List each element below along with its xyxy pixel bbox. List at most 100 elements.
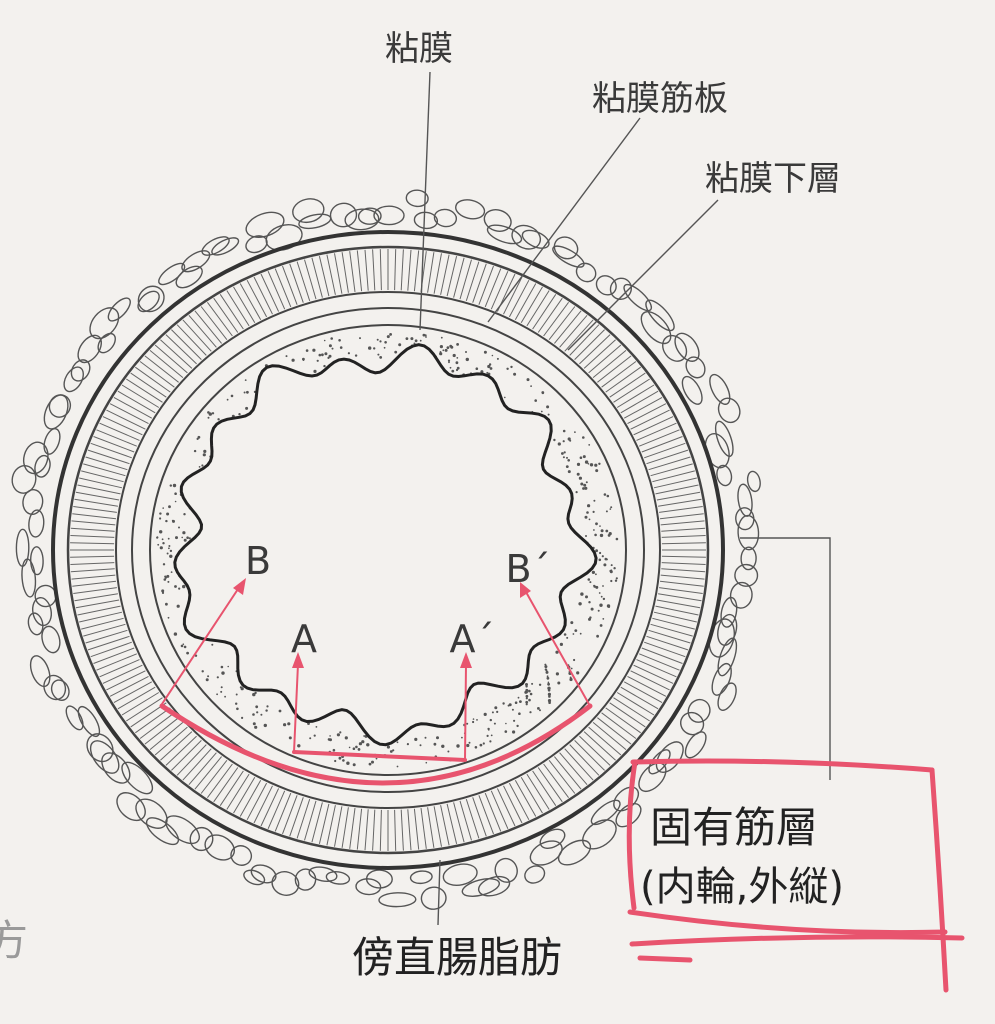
fat-lobule: [101, 752, 131, 784]
fat-lobule: [48, 394, 72, 418]
pararectal-fat-layer: [11, 189, 761, 910]
fat-lobule: [211, 237, 240, 256]
stipple-dot: [245, 406, 249, 410]
hatch-stroke: [194, 310, 222, 344]
stipple-dot: [567, 437, 571, 441]
stipple-dot: [525, 700, 529, 704]
stipple-dot: [591, 570, 596, 575]
stipple-dot: [511, 730, 516, 734]
hatch-stroke: [514, 779, 537, 817]
stipple-dot: [534, 399, 537, 402]
stipple-dot: [168, 505, 171, 509]
muscularis-propria-hatching: [70, 249, 706, 851]
fat-lobule: [15, 528, 30, 567]
hatch-stroke: [93, 436, 135, 453]
stipple-dot: [609, 508, 612, 510]
fat-lobule: [189, 826, 214, 852]
fat-lobule: [477, 875, 511, 897]
stipple-dot: [599, 603, 603, 607]
stipple-dot: [165, 519, 168, 523]
stipple-dot: [565, 465, 569, 468]
stipple-dot: [193, 449, 197, 453]
fat-lobule: [717, 682, 737, 711]
stipple-dot: [574, 431, 576, 433]
submucosa-leader: [567, 199, 719, 351]
stipple-dot: [610, 506, 613, 509]
hatch-stroke: [650, 623, 693, 637]
stipple-dot: [167, 537, 170, 540]
stipple-dot: [414, 737, 418, 742]
stipple-dot: [366, 743, 370, 747]
fat-lobule: [181, 250, 211, 273]
hatch-stroke: [592, 722, 627, 750]
hatch-stroke: [341, 807, 349, 848]
hatch-stroke: [484, 792, 502, 832]
hatch-stroke: [226, 290, 250, 327]
fat-lobule: [31, 597, 53, 627]
hatch-stroke: [318, 255, 330, 297]
stipple-dot: [573, 658, 576, 662]
fat-lobule: [709, 373, 731, 405]
fat-lobule: [28, 509, 45, 538]
fat-lobule: [204, 834, 235, 861]
hatch-stroke: [453, 802, 465, 843]
stipple-dot: [489, 718, 492, 722]
stipple-dot: [168, 545, 171, 547]
stipple-dot: [221, 671, 225, 675]
stipple-dot: [604, 557, 608, 561]
stipple-dot: [331, 347, 334, 350]
fat-lobule: [613, 786, 640, 812]
hatch-stroke: [508, 279, 530, 318]
stipple-dot: [287, 722, 291, 726]
hatch-stroke: [71, 574, 116, 580]
stipple-dot: [444, 348, 448, 352]
stipple-dot: [584, 486, 588, 490]
hatch-stroke: [623, 681, 663, 704]
stipple-dot: [605, 510, 608, 513]
stipple-dot: [603, 493, 607, 496]
stipple-dot: [607, 605, 611, 609]
hatch-stroke: [311, 802, 323, 843]
stipple-dot: [557, 442, 561, 446]
stipple-dot: [339, 731, 342, 734]
stipple-dot: [493, 722, 496, 725]
stipple-dot: [172, 483, 177, 488]
stipple-dot: [547, 681, 550, 684]
stipple-dot: [529, 692, 533, 696]
fat-lobule: [325, 871, 351, 885]
hatch-stroke: [99, 659, 140, 678]
hatch-stroke: [639, 653, 680, 671]
stipple-dot: [379, 356, 383, 359]
hatch-stroke: [93, 647, 135, 664]
stipple-dot: [615, 537, 619, 541]
hatch-stroke: [650, 463, 693, 477]
hatch-stroke: [379, 249, 382, 291]
hatch-stroke: [200, 306, 228, 341]
fat-lobule: [21, 558, 37, 598]
stipple-dot: [186, 651, 190, 655]
stipple-dot: [456, 357, 459, 359]
fat-lobule: [714, 420, 734, 458]
hatch-stroke: [627, 403, 667, 425]
hatch-stroke: [356, 250, 363, 292]
stipple-dot: [461, 736, 463, 739]
stipple-dot: [488, 729, 490, 731]
hatch-stroke: [113, 396, 153, 419]
stipple-dot: [525, 691, 528, 694]
hatch-stroke: [139, 361, 175, 388]
stipple-dot: [547, 686, 551, 690]
stipple-dot: [548, 695, 551, 698]
stipple-dot: [283, 723, 287, 727]
stipple-dot: [263, 723, 267, 728]
hatch-stroke: [661, 535, 706, 538]
hatch-stroke: [613, 378, 650, 403]
fat-lobule: [43, 428, 61, 455]
hatch-stroke: [282, 795, 298, 835]
hatch-stroke: [446, 803, 458, 845]
stipple-dot: [595, 585, 599, 589]
stipple-dot: [166, 512, 170, 516]
fat-lobule: [461, 878, 500, 897]
stipple-dot: [181, 536, 183, 539]
stipple-dot: [442, 349, 445, 352]
fat-lobule: [483, 209, 512, 232]
